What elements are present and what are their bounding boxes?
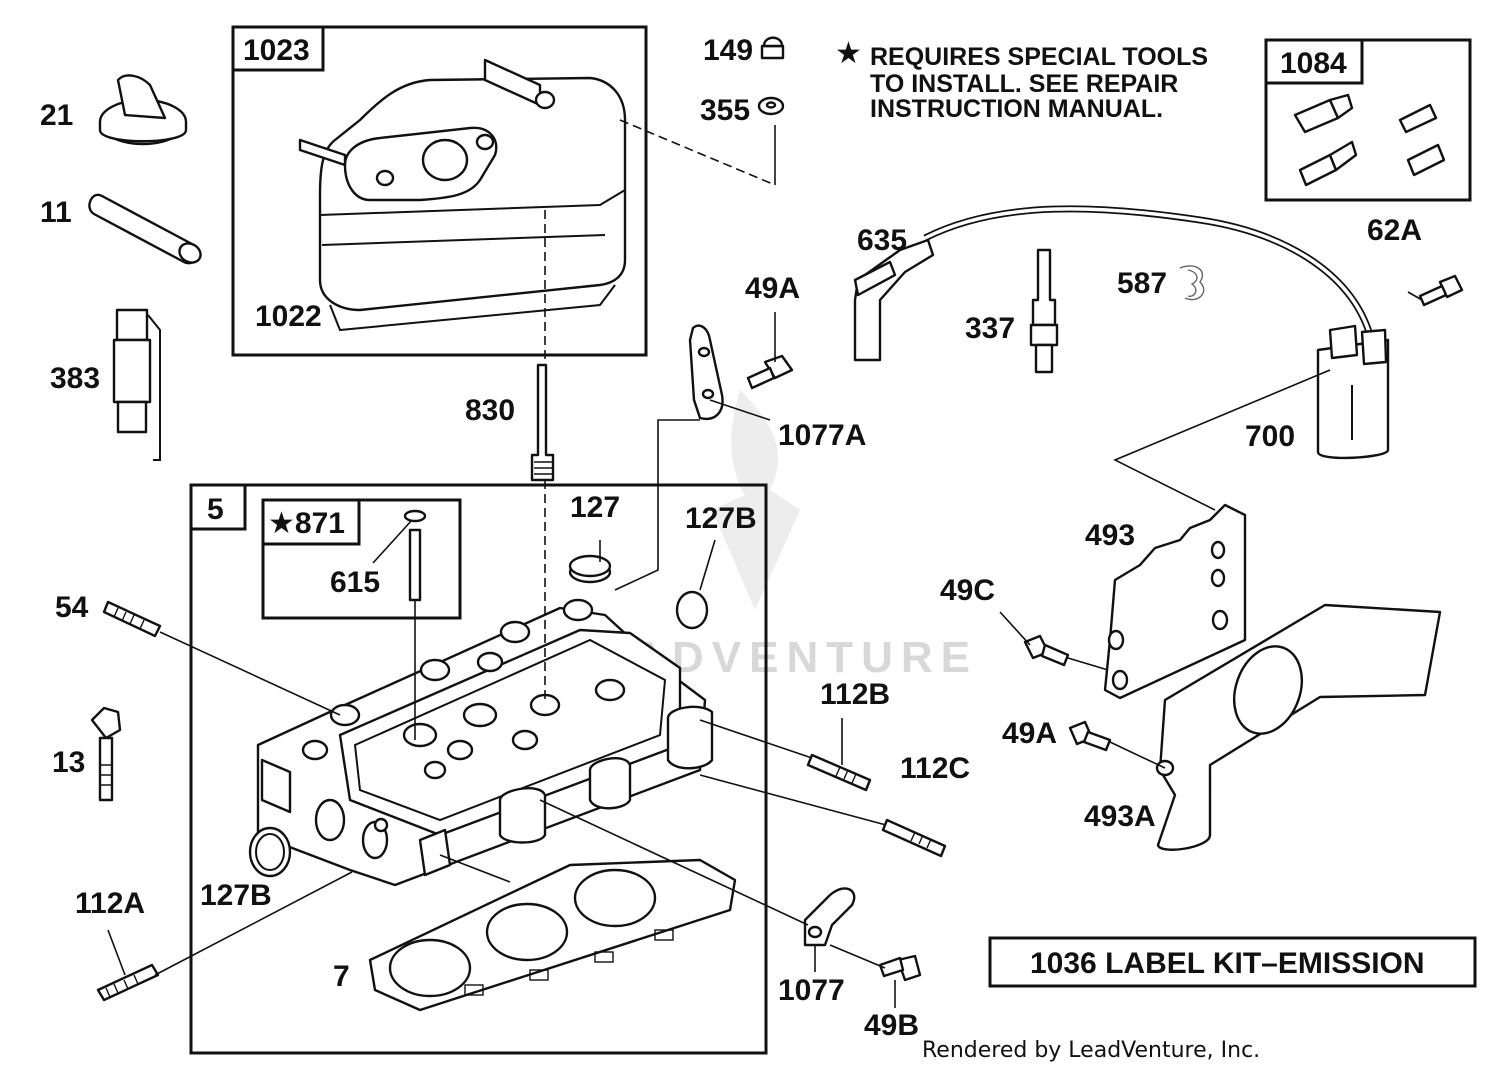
mounting-bracket-drawing [1155,603,1442,851]
lifting-bracket-a-drawing [688,324,724,421]
box-1023-label: 1023 [243,34,310,67]
bolt-62a-drawing [1418,274,1464,307]
coil-bracket-drawing [1103,503,1247,700]
box-871-label: ★871 [268,507,345,540]
glow-plug-drawing [112,308,161,461]
expansion-plug-bottom-drawing [248,826,292,878]
washer-drawing [757,96,785,116]
rocker-cover-drawing [298,58,627,332]
head-gasket-drawing [368,858,737,1012]
box-5-label: 5 [207,493,224,526]
box-1023: 1023 [231,25,648,357]
label-112c: 112C [900,752,970,785]
long-stud-drawing [530,363,555,482]
label-13: 13 [52,746,85,779]
label-615: 615 [330,566,380,599]
ignition-coil-drawing [1316,324,1390,460]
label-830: 830 [465,394,515,427]
label-54: 54 [55,591,89,624]
box-871: ★871 [261,498,462,620]
label-337: 337 [965,312,1015,345]
label-383: 383 [50,362,100,395]
label-493: 493 [1085,519,1135,552]
ignition-wire-drawing [853,205,1374,362]
label-kit-text: 1036 LABEL KIT–EMISSION [1030,947,1425,980]
label-112b: 112B [820,678,890,711]
label-127b-top: 127B [685,502,757,535]
cylinder-head-drawing [256,598,714,887]
label-127b-bottom: 127B [200,879,272,912]
label-1077a: 1077A [778,419,866,452]
nut-drawing [760,36,785,60]
label-635: 635 [857,224,907,257]
label-127: 127 [570,491,620,524]
spark-plug-drawing [1029,248,1059,374]
bolt-49c-drawing [1023,634,1070,667]
bolt-49a-top-drawing [746,354,794,390]
label-kit-box: 1036 LABEL KIT–EMISSION [988,936,1477,988]
tube-drawing [88,193,202,265]
bolt-49a-bottom-drawing [1068,720,1112,752]
note-line-2: TO INSTALL. SEE REPAIR [870,70,1178,98]
terminal-kit-drawing [1293,93,1446,187]
label-62a: 62A [1367,214,1422,247]
label-112a: 112A [75,887,145,920]
pin-drawing [403,509,427,602]
credit-text: Rendered by LeadVenture, Inc. [922,1038,1260,1063]
note-line-3: INSTRUCTION MANUAL. [870,95,1163,123]
clip-drawing [1179,265,1205,301]
stud-112a-drawing [96,963,160,1002]
label-49b: 49B [864,1009,919,1042]
label-1022: 1022 [255,300,322,333]
label-700: 700 [1245,420,1295,453]
part-number-labels: 21 11 383 1022 149 355 830 635 49A 337 5… [40,34,1422,1042]
bolt-13-drawing [90,706,122,802]
cup-plug-drawing [568,554,612,584]
label-11: 11 [40,196,72,229]
note-line-1: REQUIRES SPECIAL TOOLS [870,43,1208,71]
special-tools-note: ★ REQUIRES SPECIAL TOOLS TO INSTALL. SEE… [835,37,1208,123]
label-1077: 1077 [778,974,845,1007]
box-1084-label: 1084 [1280,47,1347,80]
oil-cap-drawing [98,74,188,146]
label-49a-bottom: 49A [1002,717,1057,750]
label-49a-top: 49A [745,272,800,305]
label-7: 7 [333,960,350,993]
label-355: 355 [700,94,750,127]
label-49c: 49C [940,574,995,607]
leader-lines [107,119,1423,1008]
stud-54-drawing [102,600,162,638]
label-21: 21 [40,99,73,132]
lifting-bracket-drawing [803,887,856,947]
stud-112b-drawing [806,753,872,792]
box-1084: 1084 [1264,38,1472,202]
stud-112c-drawing [881,818,947,858]
label-587: 587 [1117,267,1167,300]
box-5: 5 [189,483,768,1055]
expansion-plug-top-drawing [675,590,709,630]
label-493a: 493A [1084,800,1156,833]
label-149: 149 [703,34,753,67]
note-star: ★ [835,37,862,70]
bolt-49b-drawing [878,954,922,982]
